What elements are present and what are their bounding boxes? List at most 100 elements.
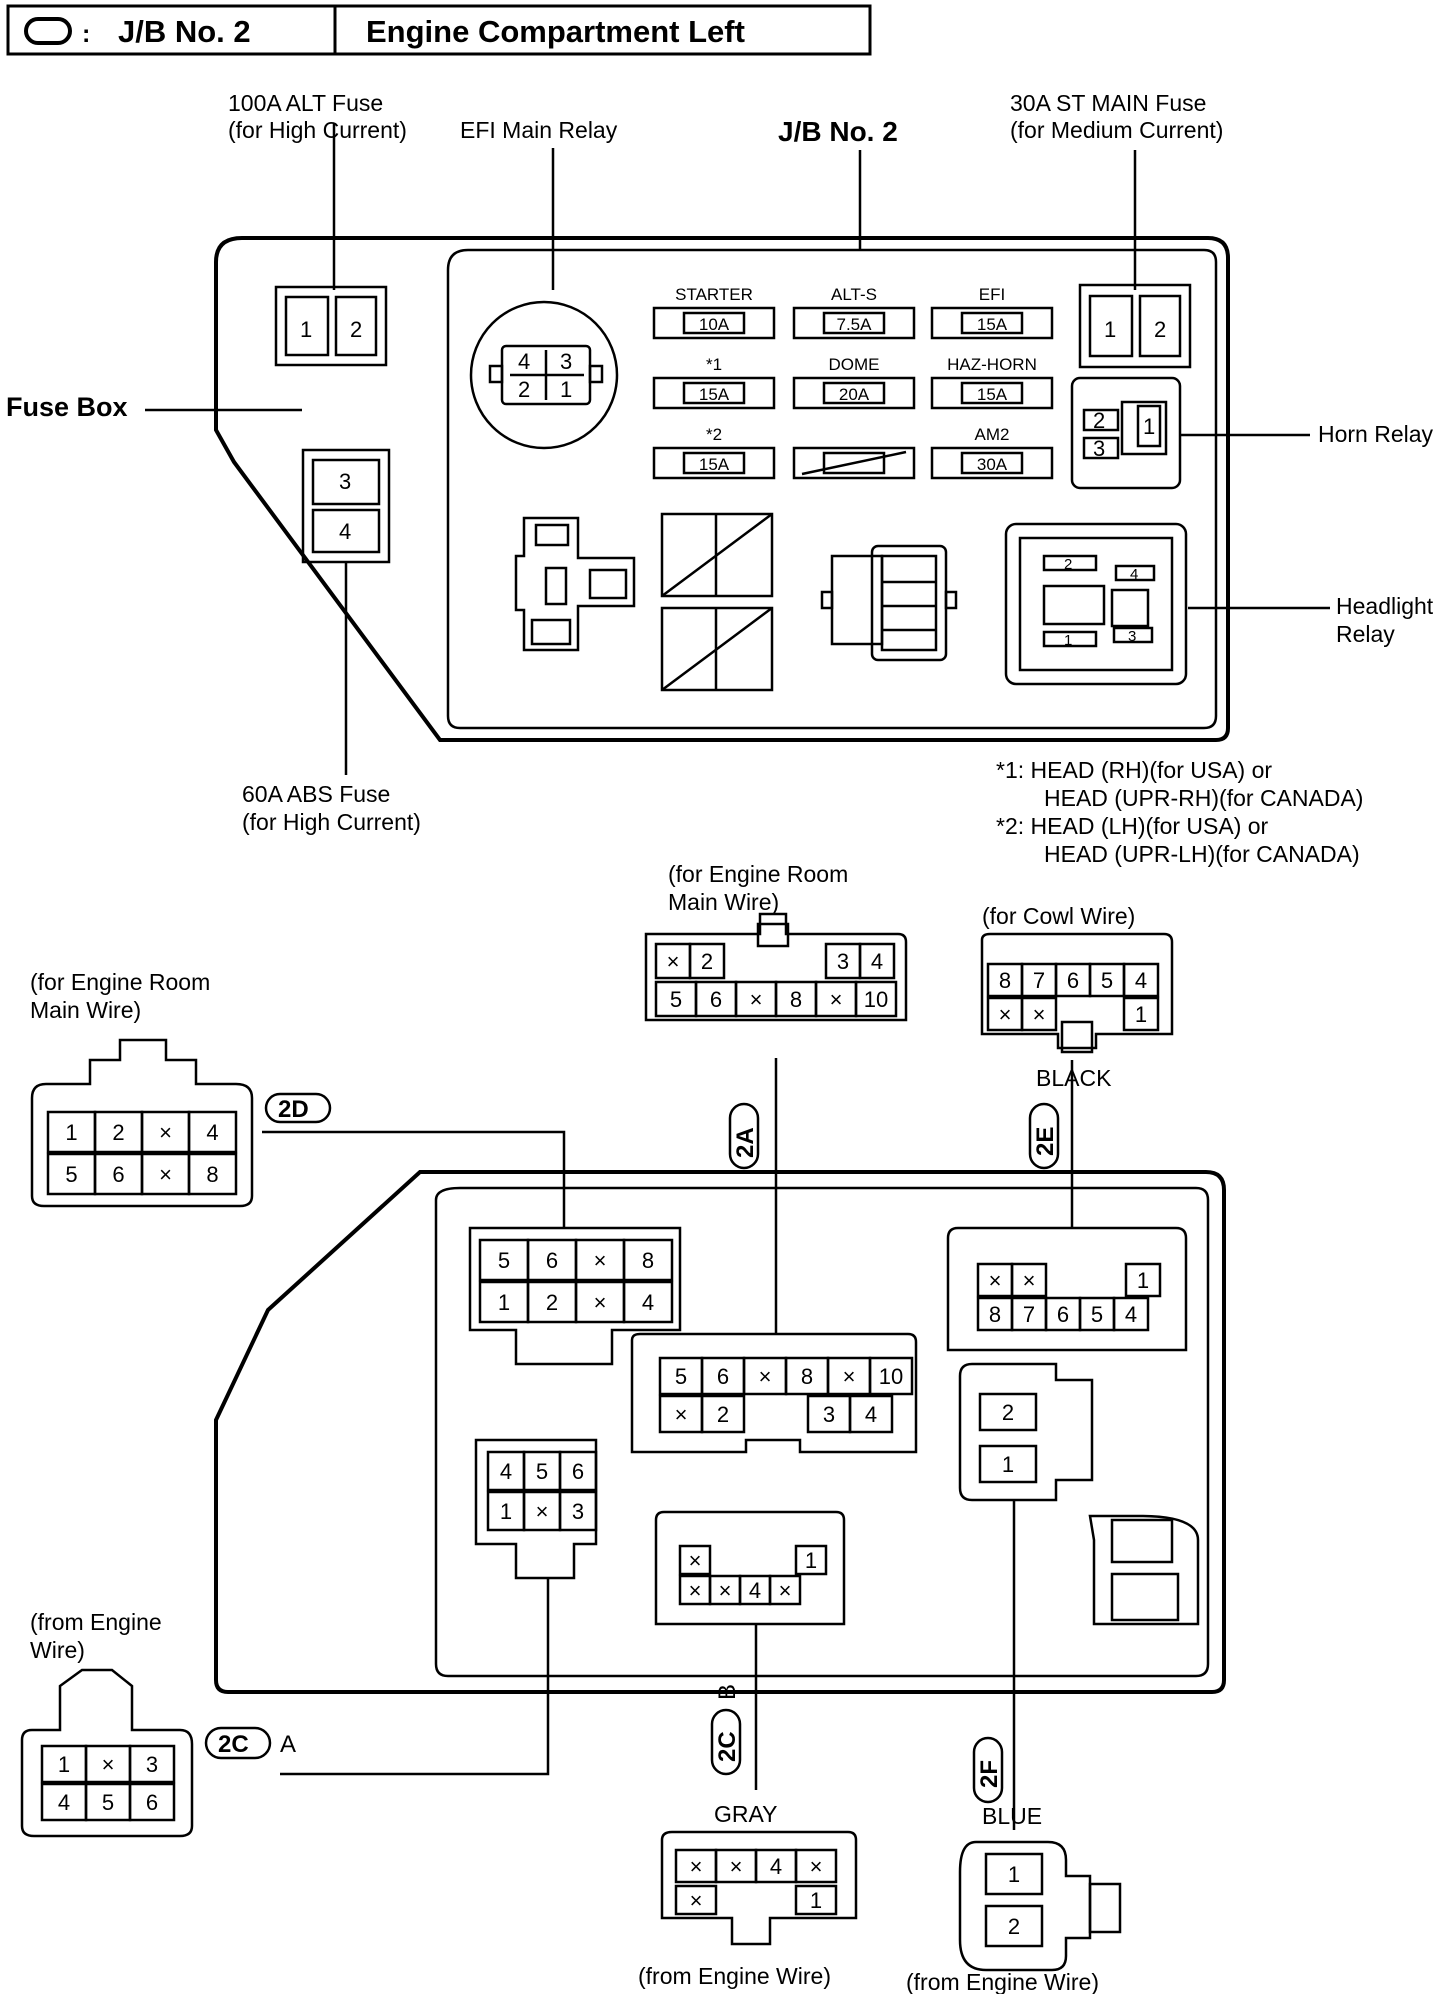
fuse-name: *1 (706, 355, 722, 374)
connector-2d-bottom-cell (187, 1152, 238, 1196)
board-2a-top-pin: 8 (801, 1364, 813, 1389)
fuse-amp: 15A (699, 455, 730, 474)
fuse-slot (792, 446, 916, 480)
connector-descriptions: (for Engine Room Main Wire) (for Cowl Wi… (30, 861, 1135, 1994)
connector-2c-a-top-cell (128, 1744, 176, 1784)
connector-2a-bottom-pin: 5 (670, 987, 682, 1012)
board-2c-b-bottom-cell (768, 1574, 802, 1606)
efi-relay-pin: 2 (518, 377, 530, 402)
code-2f: 2F (976, 1760, 1003, 1788)
abs-fuse: 3 4 (301, 448, 391, 564)
connector-2c-a-bottom-pin: 6 (146, 1790, 158, 1815)
connector-2a-body (644, 912, 908, 1022)
title-separator: : (82, 20, 90, 48)
fuse-name: ALT-S (831, 285, 877, 304)
connector-2c-b-bottom-pin: × (690, 1888, 703, 1913)
board-2e-body (946, 1226, 1188, 1352)
connector-2c-a-top-pin: 3 (146, 1752, 158, 1777)
board-2f-pin: 2 (1002, 1400, 1014, 1425)
board-2c-b-bottom-pin: 4 (749, 1578, 761, 1603)
board-2c-a-top-pin: 4 (500, 1459, 512, 1484)
board-2c-a-bottom-pin: 1 (500, 1499, 512, 1524)
title-bar: : J/B No. 2 Engine Compartment Left (6, 4, 872, 56)
fuse-amp: 15A (699, 385, 730, 404)
connector-2a-bottom-pin: 6 (710, 987, 722, 1012)
desc-2d-2: Main Wire) (30, 997, 141, 1023)
fuse-slot: HAZ-HORN 15A (930, 355, 1054, 410)
board-2f-pin: 1 (1002, 1452, 1014, 1477)
desc-2c-a-2: Wire) (30, 1637, 85, 1663)
connector-2e-body (980, 932, 1174, 1050)
alt-pin: 1 (300, 317, 312, 342)
connector-2a-top-pin: 4 (871, 949, 883, 974)
connector-2a-latch (756, 922, 790, 948)
desc-2c-b: (from Engine Wire) (638, 1963, 831, 1989)
connector-symbol-icon (24, 17, 72, 45)
board-spare-socket (1088, 1514, 1200, 1626)
board-2e-top-pin: × (989, 1268, 1002, 1293)
code-2c-a-suffix: A (280, 1731, 296, 1758)
board-2a-bottom-pin: 4 (865, 1402, 877, 1427)
horn-pin: 2 (1093, 408, 1105, 433)
connector-2a-bottom-pin: 10 (864, 987, 888, 1012)
connector-2e-latch (1060, 1020, 1094, 1054)
fuse-grid: STARTER10AALT-S7.5AEFI15A*115ADOME20AHAZ… (652, 285, 1054, 480)
notes: *1: HEAD (RH)(for USA) or HEAD (UPR-RH)(… (996, 757, 1363, 867)
board-2d-top-cell (622, 1238, 674, 1282)
abs-fuse-label: 60A ABS Fuse (242, 781, 390, 807)
spare-sockets (514, 512, 958, 692)
board-2d-top-pin: 5 (498, 1248, 510, 1273)
efi-main-relay: 4 3 2 1 (469, 300, 619, 450)
connector-2c-b-bottom-pin: 1 (810, 1888, 822, 1913)
fuse-slot: *1 15A (652, 355, 776, 410)
alt-fuse-label: 100A ALT Fuse (228, 90, 383, 116)
desc-2c-a-1: (from Engine (30, 1609, 162, 1635)
board-2e-bottom-pin: 6 (1057, 1302, 1069, 1327)
board-2f-body (958, 1362, 1094, 1502)
alt-fuse-sublabel: (for High Current) (228, 117, 407, 143)
st-pin: 1 (1104, 317, 1116, 342)
board-2a-top-pin: × (759, 1364, 772, 1389)
alt-fuse: 1 2 (274, 285, 388, 367)
connector-2e-bottom-cell (1122, 996, 1160, 1032)
board-2e-top-cell (1010, 1262, 1048, 1298)
connector-2c-a-bottom-cell (128, 1782, 176, 1822)
connector-2f-cell (984, 1904, 1044, 1948)
empty-slot-mark (801, 450, 907, 476)
connector-2f-latch (1088, 1882, 1122, 1934)
board-2a-body (630, 1332, 918, 1454)
code-2a-badge: 2A (728, 1102, 760, 1170)
board-2f-pin-frame (978, 1444, 1038, 1484)
connector-2c-a-bottom-pin: 4 (58, 1790, 70, 1815)
connector-2c-a-body (20, 1668, 194, 1838)
fuse-amp: 15A (977, 315, 1008, 334)
board-2d-bottom-cell (622, 1280, 674, 1324)
connector-2d-top-pin: 1 (65, 1120, 77, 1145)
connector-2d-bottom-pin: 5 (65, 1162, 77, 1187)
color-2f: BLUE (982, 1803, 1042, 1829)
fuse-amp: 15A (977, 385, 1008, 404)
board-2c-b-bottom-pin: × (719, 1578, 732, 1603)
board-2c-b-top-cell (678, 1544, 712, 1576)
connector-2c-a-top-pin: 1 (58, 1752, 70, 1777)
board-2d-top-pin: 8 (642, 1248, 654, 1273)
code-2c-b-suffix: B (714, 1684, 741, 1700)
board-2a-bottom-pin: 2 (717, 1402, 729, 1427)
board-2e-bottom-cell (1112, 1296, 1150, 1332)
connector-2a-bottom-pin: × (750, 987, 763, 1012)
code-2e: 2E (1032, 1127, 1059, 1156)
headlight-pin: 1 (1064, 632, 1072, 649)
title-location: Engine Compartment Left (366, 14, 745, 49)
board-2a-bottom-pin: 3 (823, 1402, 835, 1427)
connector-2c-b-top-pin: × (810, 1854, 823, 1879)
fuse-name: HAZ-HORN (947, 355, 1037, 374)
connector-2d-top-pin: 4 (206, 1120, 218, 1145)
board-2e-bottom-pin: 8 (989, 1302, 1001, 1327)
connector-2c-b-bottom-cell (794, 1884, 838, 1916)
connector-2d-top-pin: 2 (112, 1120, 124, 1145)
fuse-name: DOME (829, 355, 880, 374)
board-2c-b-bottom-pin: × (689, 1578, 702, 1603)
note-2a: *2: HEAD (LH)(for USA) or (996, 813, 1269, 839)
headlight-relay-label: Headlight (1336, 593, 1434, 619)
